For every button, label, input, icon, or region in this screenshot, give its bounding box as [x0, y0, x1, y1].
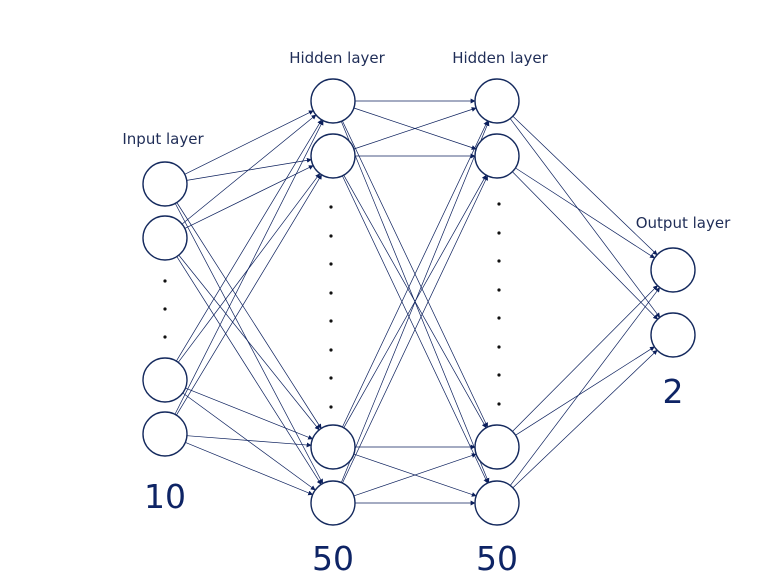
- connection-hidden1-3-to-hidden2-2: [353, 453, 477, 497]
- hidden2-neuron-3: [474, 480, 520, 526]
- hidden2-neuron-2: [474, 424, 520, 470]
- connection-input-3-to-hidden1-1: [176, 174, 322, 416]
- connection-hidden1-3-to-hidden2-1: [342, 175, 488, 484]
- ellipsis-dot: [329, 262, 333, 266]
- ellipsis-dot: [329, 291, 333, 295]
- ellipsis-dot: [497, 402, 501, 406]
- connection-hidden2-2-to-output-0: [512, 285, 658, 432]
- connection-hidden2-3-to-output-1: [512, 349, 658, 489]
- hidden-layer-2-title: Hidden layer: [452, 49, 548, 67]
- input-neuron-2: [142, 357, 188, 403]
- connection-hidden2-1-to-output-1: [512, 171, 658, 320]
- hidden1-neuron-1: [310, 133, 356, 179]
- ellipsis-dot: [497, 373, 501, 377]
- output-layer-title: Output layer: [636, 214, 731, 232]
- connection-input-2-to-hidden1-0: [176, 119, 322, 362]
- input-neuron-0: [142, 161, 188, 207]
- neurons: [142, 78, 696, 526]
- ellipsis-dot: [329, 376, 333, 380]
- ellipsis-dot: [163, 279, 167, 283]
- output-neuron-1: [650, 312, 696, 358]
- connections: [174, 98, 661, 506]
- connection-hidden2-1-to-output-0: [515, 167, 655, 259]
- connection-hidden1-1-to-hidden2-0: [353, 107, 477, 150]
- output-layer-count: 2: [663, 372, 684, 411]
- ellipsis-dot: [329, 205, 333, 209]
- ellipsis-dot: [163, 307, 167, 311]
- ellipsis-dot: [497, 288, 501, 292]
- connection-input-1-to-hidden1-0: [181, 114, 317, 225]
- ellipsis-dot: [497, 316, 501, 320]
- ellipsis-dot: [163, 335, 167, 339]
- connection-input-2-to-hidden1-3: [182, 392, 316, 491]
- connection-input-0-to-hidden1-1: [186, 157, 312, 181]
- connection-hidden1-2-to-hidden2-0: [342, 120, 488, 428]
- hidden2-neuron-1: [474, 133, 520, 179]
- hidden2-neuron-0: [474, 78, 520, 124]
- connection-input-0-to-hidden1-0: [184, 110, 314, 175]
- ellipsis-dot: [329, 319, 333, 323]
- ellipsis-dot: [497, 202, 501, 206]
- input-layer-count: 10: [144, 477, 186, 516]
- input-neuron-1: [142, 215, 188, 261]
- connection-hidden2-2-to-output-1: [515, 346, 655, 436]
- connection-input-3-to-hidden1-3: [185, 442, 314, 496]
- ellipsis-dot: [497, 345, 501, 349]
- hidden-layer-1-title: Hidden layer: [289, 49, 385, 67]
- ellipsis-dot: [329, 348, 333, 352]
- connection-hidden2-0-to-output-1: [509, 118, 661, 318]
- hidden1-neuron-3: [310, 480, 356, 526]
- ellipsis-dot: [329, 234, 333, 238]
- connection-input-1-to-hidden1-1: [184, 165, 314, 229]
- connection-input-1-to-hidden1-3: [176, 256, 322, 485]
- connection-input-0-to-hidden1-3: [174, 203, 324, 484]
- connection-input-0-to-hidden1-2: [176, 202, 322, 429]
- connection-input-3-to-hidden1-0: [174, 120, 324, 415]
- connection-hidden2-3-to-output-0: [510, 287, 660, 486]
- connection-input-3-to-hidden1-2: [186, 435, 312, 448]
- hidden1-neuron-0: [310, 78, 356, 124]
- connection-input-1-to-hidden1-2: [178, 254, 320, 431]
- ellipsis-dot: [329, 405, 333, 409]
- input-layer-title: Input layer: [122, 130, 204, 148]
- input-neuron-3: [142, 411, 188, 457]
- hidden1-neuron-2: [310, 424, 356, 470]
- connection-hidden1-3-to-hidden2-0: [340, 120, 490, 483]
- connection-input-2-to-hidden1-2: [185, 387, 314, 440]
- hidden-layer-2-count: 50: [476, 539, 518, 577]
- hidden-layer-1-count: 50: [312, 539, 354, 577]
- connection-hidden2-0-to-output-0: [512, 115, 658, 256]
- ellipsis-dots: [163, 202, 501, 409]
- output-neuron-0: [650, 247, 696, 293]
- ellipsis-dot: [497, 259, 501, 263]
- ellipsis-dot: [497, 231, 501, 235]
